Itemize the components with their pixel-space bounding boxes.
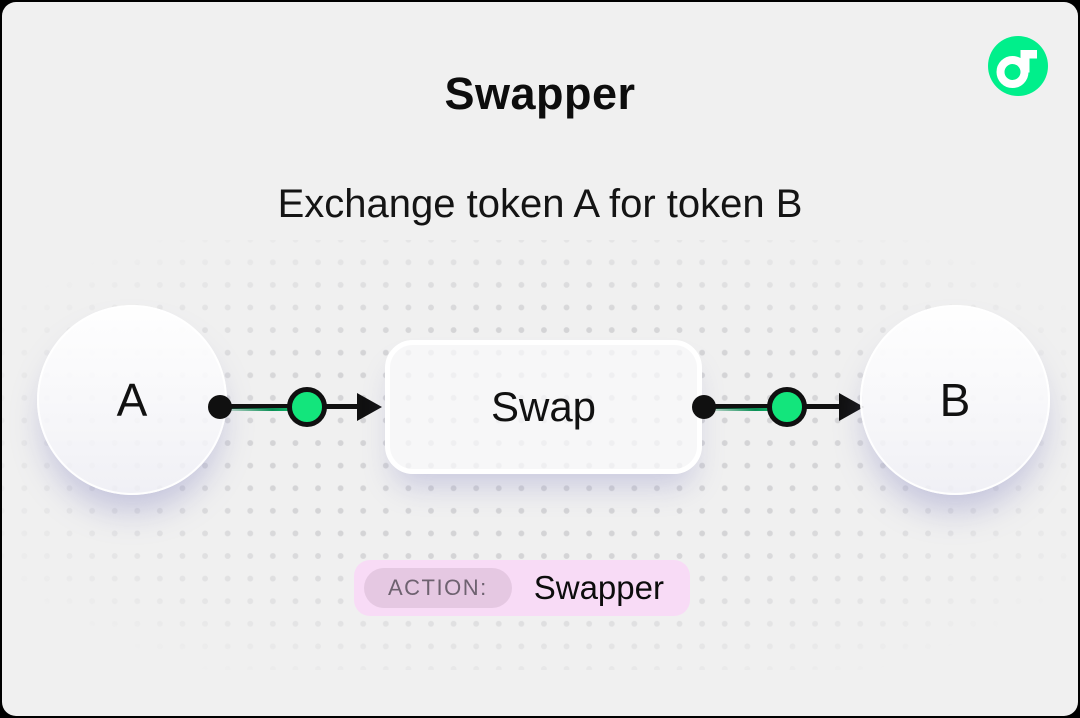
token-b-node: B [860,305,1050,495]
connector-a-start-dot [208,395,232,419]
token-a-label: A [116,374,148,426]
action-badge: ACTION: Swapper [354,560,690,616]
connector-a-arrowhead-icon [357,393,382,421]
swap-process-box: Swap [385,340,702,474]
token-a-node: A [37,305,227,495]
token-b-label: B [939,374,971,426]
connector-b-green-node [767,387,807,427]
flow-logo-icon [988,36,1048,96]
swap-box-label: Swap [490,383,597,430]
page-title: Swapper [444,68,636,119]
connector-b-green-accent [708,408,794,411]
action-badge-value: Swapper [533,569,664,606]
page-subtitle: Exchange token A for token B [277,182,803,226]
connector-b-start-dot [692,395,716,419]
connector-a-green-node [287,387,327,427]
connector-b-arrowhead-icon [839,393,864,421]
connector-a-green-accent [224,408,312,411]
action-badge-prefix: ACTION: [364,568,512,608]
